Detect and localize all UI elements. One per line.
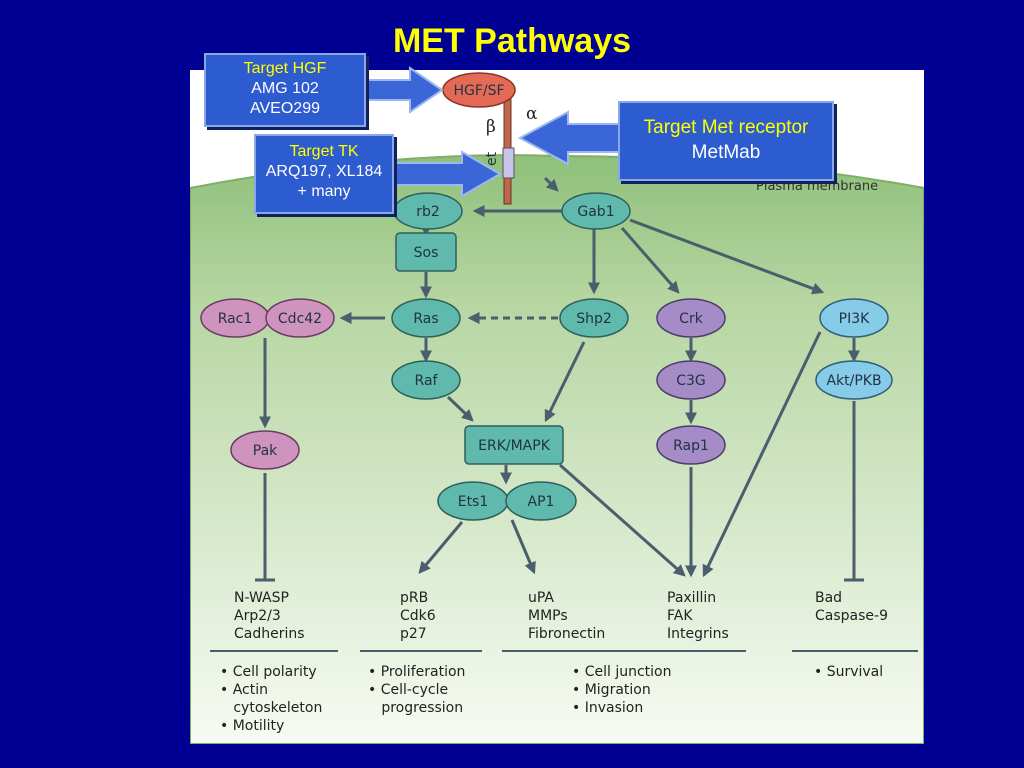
callout-hgf-line-1: AMG 102: [251, 80, 319, 97]
met-label: et: [484, 151, 500, 166]
edge-gab1-pi3k: [629, 218, 825, 295]
node-raf: [391, 360, 461, 400]
node-rap1: [656, 425, 726, 465]
node-pi3k: [819, 298, 889, 338]
target-nwasp: N-WASP: [234, 590, 289, 606]
label-ras: Ras: [413, 311, 438, 327]
label-c3g: C3G: [676, 373, 706, 389]
label-ets1: Ets1: [458, 494, 489, 510]
callout-met-line-1: MetMab: [691, 142, 761, 163]
outcome-migration: • Migration: [572, 682, 651, 698]
outcome-proliferation: • Proliferation: [368, 664, 465, 680]
edge-gab1-crk: [620, 227, 680, 294]
callout-met-heading: Target Met receptor: [643, 117, 809, 138]
outcome-motility: • Motility: [220, 718, 284, 734]
label-akt: Akt/PKB: [826, 373, 881, 389]
label-raf: Raf: [415, 373, 439, 389]
outcome-survival: • Survival: [814, 664, 883, 680]
label-pi3k: PI3K: [839, 311, 870, 327]
callout-target-met-receptor: Target Met receptor MetMab: [618, 101, 834, 181]
label-gab1: Gab1: [577, 204, 614, 220]
outcome-cell-junction: • Cell junction: [572, 664, 671, 680]
callout-hgf-heading: Target HGF: [243, 60, 327, 77]
label-crk: Crk: [679, 311, 704, 327]
slide-title: MET Pathways: [392, 22, 632, 60]
node-sos: [395, 232, 457, 272]
target-fibronectin: Fibronectin: [528, 626, 605, 642]
label-cdc42: Cdc42: [278, 311, 322, 327]
callout-target-tk: Target TK ARQ197, XL184 + many: [254, 134, 394, 214]
node-shp2: [559, 298, 629, 338]
label-grb2: rb2: [416, 204, 440, 220]
target-fak: FAK: [667, 608, 693, 624]
label-rac1: Rac1: [218, 311, 253, 327]
beta-label: β: [486, 117, 496, 137]
node-erk: [464, 425, 564, 465]
label-rap1: Rap1: [673, 438, 709, 454]
edge-pi3k-paxillin: [702, 331, 822, 578]
edge-met-gab1: [543, 176, 559, 192]
callout-tk-line-2: + many: [297, 183, 351, 200]
node-gab1: [561, 192, 631, 230]
edge-erk-paxillin: [559, 463, 686, 577]
label-sos: Sos: [414, 245, 439, 261]
callout-tk-line-1: ARQ197, XL184: [265, 163, 383, 180]
label-pak: Pak: [253, 443, 278, 459]
pathway-diagram: Plasma membrane α β et: [190, 72, 924, 744]
target-arp23: Arp2/3: [234, 608, 281, 624]
target-cadherins: Cadherins: [234, 626, 305, 642]
outcome-cell-polarity: • Cell polarity: [220, 664, 317, 680]
outcome-progression: progression: [368, 700, 463, 716]
outcome-invasion: • Invasion: [572, 700, 643, 716]
target-bad: Bad: [815, 590, 842, 606]
target-cdk6: Cdk6: [400, 608, 436, 624]
label-erk: ERK/MAPK: [478, 438, 551, 454]
target-upa: uPA: [528, 590, 554, 606]
target-prb: pRB: [400, 590, 428, 606]
label-shp2: Shp2: [576, 311, 612, 327]
node-akt: [815, 360, 893, 400]
callout-hgf-line-2: AVEO299: [250, 100, 320, 117]
target-p27: p27: [400, 626, 427, 642]
target-mmps: MMPs: [528, 608, 568, 624]
target-paxillin: Paxillin: [667, 590, 716, 606]
outcome-cell-cycle: • Cell-cycle: [368, 682, 448, 698]
label-ap1: AP1: [528, 494, 555, 510]
node-pak: [230, 430, 300, 470]
pathway-figure: Plasma membrane α β et: [190, 70, 924, 744]
edge-ets-prb: [418, 521, 464, 574]
label-hgf: HGF/SF: [453, 83, 504, 99]
outcome-cytoskeleton: cytoskeleton: [220, 700, 322, 716]
node-cdc42: [265, 298, 335, 338]
callout-target-hgf: Target HGF AMG 102 AVEO299: [204, 53, 366, 127]
node-ras: [391, 298, 461, 338]
node-c3g: [656, 360, 726, 400]
edge-shp2-erk: [544, 341, 586, 423]
target-integrins: Integrins: [667, 626, 729, 642]
outcome-actin: • Actin: [220, 682, 268, 698]
alpha-label: α: [526, 104, 538, 124]
callout-tk-heading: Target TK: [289, 143, 359, 160]
node-ap1: [505, 481, 577, 521]
node-crk: [656, 298, 726, 338]
target-caspase9: Caspase-9: [815, 608, 888, 624]
membrane-label: Plasma membrane: [756, 179, 878, 194]
edge-raf-erk: [446, 395, 474, 422]
edge-ap1-upa: [510, 519, 536, 575]
